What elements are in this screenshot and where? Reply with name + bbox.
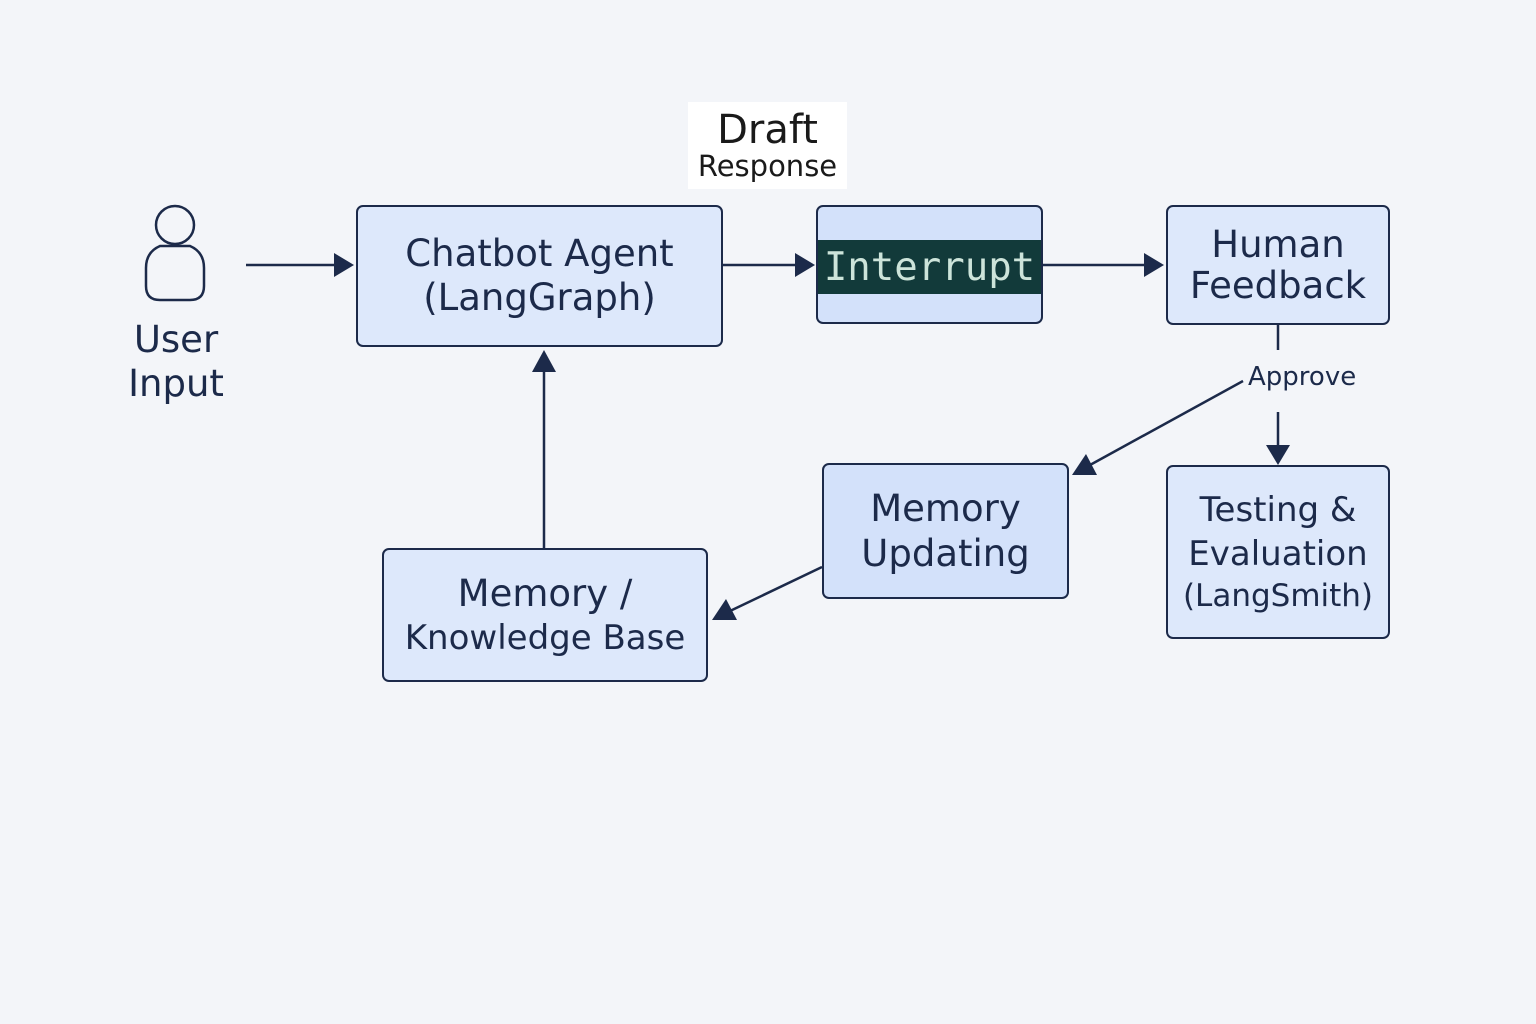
arrow-approve-to-memory-updating (1089, 379, 1244, 467)
human-feedback-line1: Human (1211, 222, 1345, 266)
chatbot-agent-line2: (LangGraph) (423, 276, 656, 319)
memory-updating-line2: Updating (861, 532, 1030, 575)
memory-kb-line1: Memory / (457, 571, 633, 615)
chatbot-agent-line1: Chatbot Agent (405, 231, 674, 275)
user-input-line2: Input (128, 362, 224, 406)
arrow-memory-updating-to-kb (729, 565, 823, 613)
user-input-label: User Input (110, 318, 242, 407)
arrowhead-chatbot-to-interrupt (795, 253, 815, 277)
memory-updating-node: Memory Updating (822, 463, 1069, 599)
draft-line1: Draft (717, 107, 818, 154)
draft-response-label: Draft Response (688, 102, 847, 189)
testing-evaluation-node: Testing & Evaluation (LangSmith) (1166, 465, 1390, 639)
arrowhead-interrupt-to-feedback (1144, 253, 1164, 277)
arrowhead-approve-to-testing (1266, 445, 1290, 465)
testing-line3: (LangSmith) (1182, 578, 1374, 615)
testing-line1: Testing & (1199, 489, 1357, 530)
user-input-line1: User (133, 318, 219, 361)
draft-line2: Response (697, 149, 838, 184)
testing-line2: Evaluation (1188, 533, 1368, 574)
human-feedback-line2: Feedback (1189, 264, 1367, 307)
human-feedback-node: Human Feedback (1166, 205, 1390, 325)
arrowhead-memory-updating-to-kb (712, 599, 737, 620)
person-icon (144, 204, 206, 302)
memory-updating-line1: Memory (870, 486, 1021, 530)
chatbot-agent-node: Chatbot Agent (LangGraph) (356, 205, 723, 347)
memory-kb-line2: Knowledge Base (404, 617, 686, 658)
interrupt-label: Interrupt (818, 240, 1041, 294)
arrowhead-user-to-chatbot (334, 253, 354, 277)
interrupt-node: Interrupt (816, 205, 1043, 324)
arrowhead-kb-to-chatbot (532, 350, 556, 372)
memory-knowledge-base-node: Memory / Knowledge Base (382, 548, 708, 682)
arrowhead-approve-to-memory-updating (1072, 454, 1097, 475)
approve-label: Approve (1244, 362, 1361, 392)
